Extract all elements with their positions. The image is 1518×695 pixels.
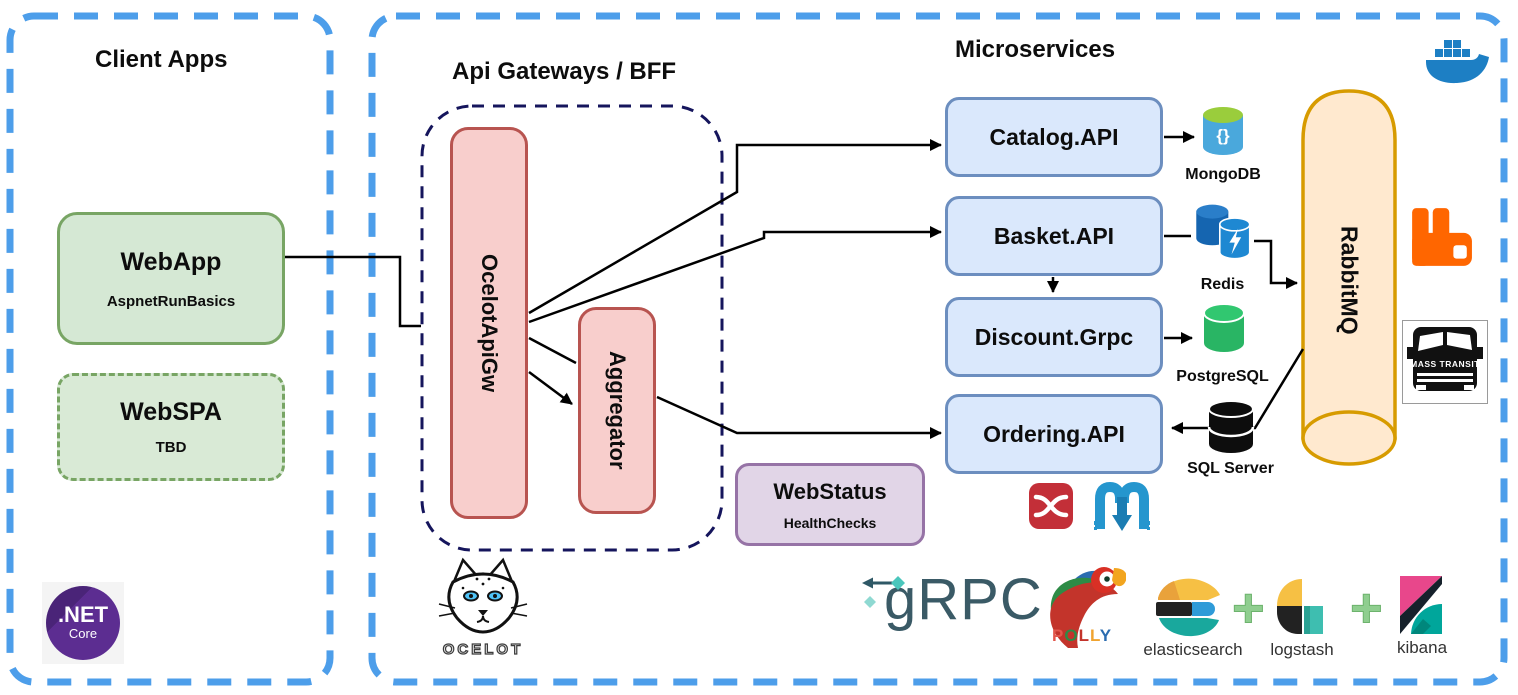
- elasticsearch-label: elasticsearch: [1143, 640, 1243, 659]
- webapp-node[interactable]: WebApp AspnetRunBasics: [57, 212, 285, 345]
- webapp-subtitle: AspnetRunBasics: [106, 292, 236, 310]
- webstatus-node[interactable]: WebStatus HealthChecks: [735, 463, 925, 546]
- elasticsearch-icon[interactable]: [1152, 574, 1230, 643]
- discount-grpc-node[interactable]: Discount.Grpc: [945, 297, 1163, 377]
- rabbitmq-label: RabbitMQ: [1336, 225, 1363, 335]
- dotnet-core-logo[interactable]: .NET Core: [42, 582, 124, 664]
- microservices-heading: Microservices: [955, 36, 1116, 63]
- logstash-icon[interactable]: [1272, 574, 1328, 643]
- edge-redis-to-rabbitmq: [1254, 239, 1298, 289]
- masstransit-bus-logo[interactable]: MASS TRANSIT: [1402, 320, 1488, 404]
- webspa-subtitle: TBD: [155, 439, 187, 456]
- sqlserver-label: SQL Server: [1187, 460, 1274, 477]
- masstransit-bus-label: MASS TRANSIT: [1410, 359, 1480, 369]
- polly-parrot-icon[interactable]: [1038, 560, 1127, 655]
- grpc-logo-label[interactable]: gRPC: [884, 567, 1043, 632]
- rabbitmq-cylinder: [1301, 89, 1397, 466]
- webapp-title: WebApp: [120, 247, 222, 276]
- ocelot-apigw-label: OcelotApiGw: [477, 253, 502, 393]
- mongodb-label: MongoDB: [1185, 166, 1261, 183]
- redis-label: Redis: [1200, 276, 1245, 293]
- aggregator-label: Aggregator: [605, 351, 630, 470]
- kibana-icon[interactable]: [1394, 572, 1448, 641]
- mediatr-icon[interactable]: [1028, 482, 1074, 535]
- svg-text:{}: {}: [1216, 126, 1230, 145]
- ordering-api-label: Ordering.API: [983, 420, 1125, 447]
- kibana-label: kibana: [1396, 638, 1448, 657]
- basket-api-label: Basket.API: [993, 222, 1115, 249]
- client-apps-panel-border: [6, 12, 334, 686]
- plus-sign-1: +: [1232, 576, 1266, 639]
- grpc-arrow-icon[interactable]: [858, 574, 908, 615]
- webspa-title: WebSPA: [120, 398, 222, 426]
- edge-rabbitmq-to-ordering: [1171, 348, 1305, 434]
- mongodb-icon[interactable]: {}: [1198, 106, 1248, 167]
- dotnet-core-text: Core: [68, 626, 98, 642]
- ordering-api-node[interactable]: Ordering.API: [945, 394, 1163, 474]
- edge-gateway-to-catalog: [528, 139, 942, 315]
- edge-webapp-to-gateway: [285, 255, 421, 328]
- redis-icon[interactable]: [1192, 200, 1254, 271]
- client-apps-heading: Client Apps: [95, 46, 228, 73]
- plus-sign-2: +: [1350, 576, 1384, 639]
- ocelot-logo-label: OCELOT: [442, 640, 524, 658]
- discount-grpc-label: Discount.Grpc: [974, 323, 1134, 350]
- webspa-node[interactable]: WebSPA TBD: [57, 373, 285, 481]
- logstash-label: logstash: [1270, 640, 1334, 659]
- ocelot-apigw-node[interactable]: OcelotApiGw: [450, 127, 528, 519]
- catalog-api-node[interactable]: Catalog.API: [945, 97, 1163, 177]
- postgresql-icon[interactable]: [1200, 303, 1248, 360]
- edge-gateway-to-basket: [528, 226, 942, 324]
- rabbitmq-logo-icon[interactable]: [1408, 206, 1474, 273]
- bff-dashed-container: [420, 104, 724, 552]
- masstransit-icon[interactable]: [1092, 477, 1152, 538]
- ocelot-logo[interactable]: OCELOT: [435, 556, 531, 659]
- webstatus-title: WebStatus: [773, 478, 887, 504]
- polly-logo-label: POLLY: [1052, 626, 1113, 645]
- edge-gateway-to-aggregator: [528, 336, 577, 365]
- microservices-panel-border: [368, 12, 1508, 686]
- aggregator-node[interactable]: Aggregator: [578, 307, 656, 514]
- edge-gateway-to-aggregator-arrow: [528, 370, 573, 406]
- rabbitmq-node[interactable]: RabbitMQ: [1334, 105, 1364, 455]
- api-gateways-heading: Api Gateways / BFF: [452, 58, 677, 85]
- dotnet-text: .NET: [57, 602, 109, 628]
- connector-lines: [285, 131, 1305, 439]
- catalog-api-label: Catalog.API: [989, 123, 1119, 150]
- sqlserver-icon[interactable]: [1205, 400, 1257, 461]
- postgresql-label: PostgreSQL: [1176, 368, 1269, 385]
- webstatus-subtitle: HealthChecks: [783, 514, 877, 531]
- edge-aggregator-to-ordering: [656, 395, 942, 439]
- basket-api-node[interactable]: Basket.API: [945, 196, 1163, 276]
- docker-icon[interactable]: [1423, 36, 1489, 93]
